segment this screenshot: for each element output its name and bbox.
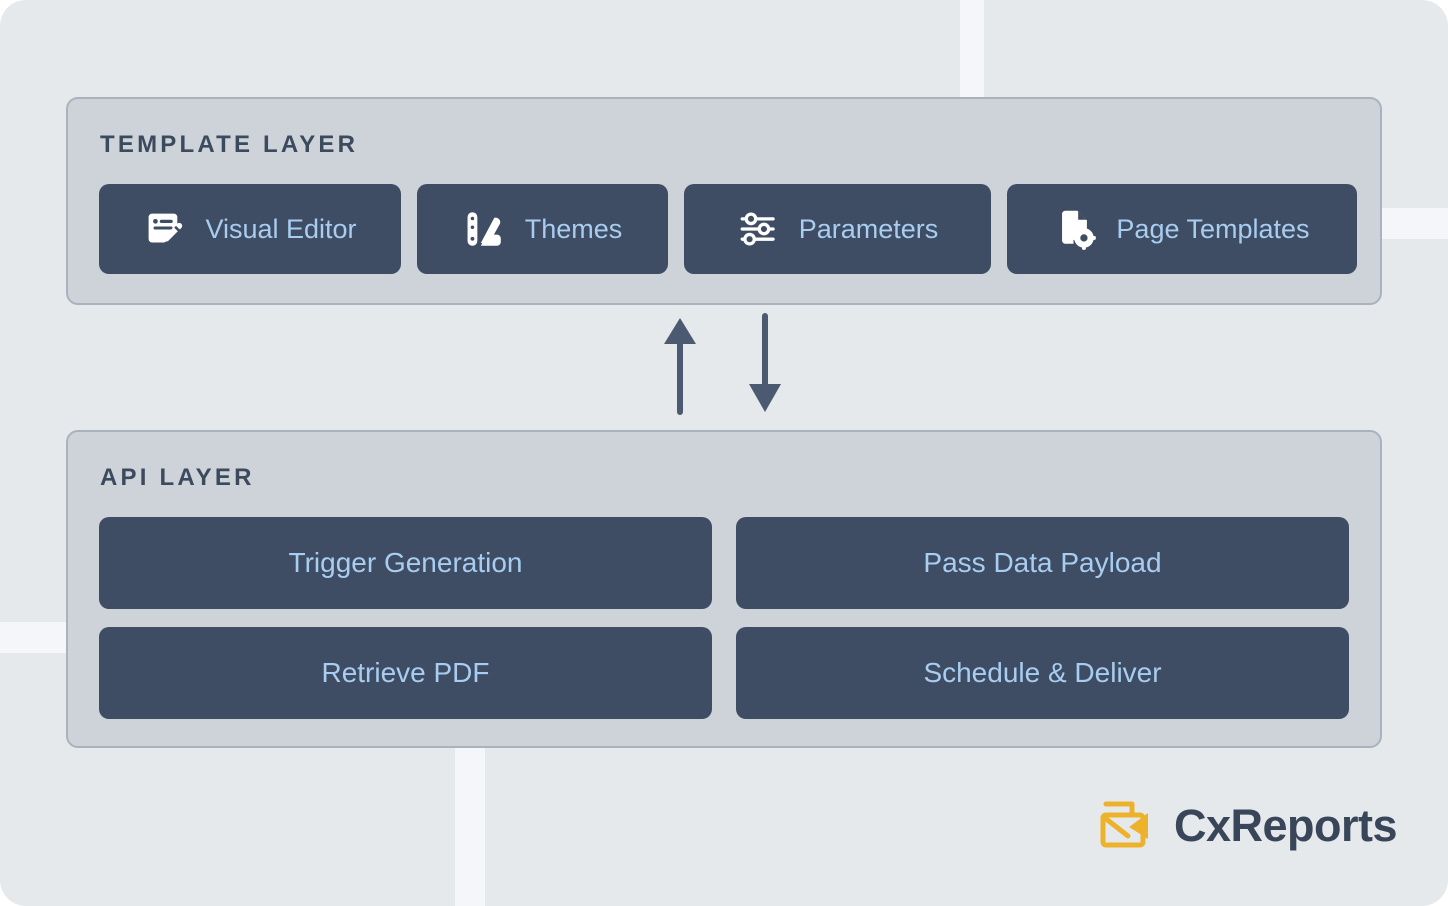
schedule-deliver-button[interactable]: Schedule & Deliver [736, 627, 1349, 719]
grid-stripe-horizontal-right [1382, 208, 1448, 239]
template-layer-title: TEMPLATE LAYER [100, 131, 359, 158]
visual-editor-icon [143, 208, 185, 250]
trigger-generation-button[interactable]: Trigger Generation [99, 517, 712, 609]
grid-stripe-vertical-bottom [455, 748, 485, 906]
grid-stripe-horizontal-left [0, 622, 68, 653]
pass-data-payload-button[interactable]: Pass Data Payload [736, 517, 1349, 609]
themes-palette-icon [463, 208, 505, 250]
page-templates-label: Page Templates [1116, 213, 1310, 244]
layer-connector-arrows [640, 312, 820, 418]
parameters-button[interactable]: Parameters [684, 184, 991, 274]
sliders-icon [737, 208, 779, 250]
api-layer-button-grid: Trigger Generation Pass Data Payload Ret… [99, 517, 1349, 719]
parameters-label: Parameters [798, 213, 939, 244]
themes-button[interactable]: Themes [417, 184, 668, 274]
brand-logo: CxReports [1098, 800, 1398, 852]
brand-name: CxReports [1174, 800, 1398, 851]
visual-editor-label: Visual Editor [205, 213, 357, 244]
retrieve-pdf-button[interactable]: Retrieve PDF [99, 627, 712, 719]
themes-label: Themes [524, 213, 623, 244]
page-templates-button[interactable]: Page Templates [1007, 184, 1357, 274]
document-gear-icon [1054, 208, 1097, 250]
api-layer-panel: API LAYER Trigger Generation Pass Data P… [66, 430, 1382, 748]
api-layer-title: API LAYER [100, 464, 255, 491]
arrow-down-icon [749, 313, 781, 412]
envelope-play-icon [1098, 800, 1154, 852]
arrow-up-icon [664, 318, 696, 415]
template-layer-panel: TEMPLATE LAYER Visual Editor [66, 97, 1382, 305]
template-layer-button-row: Visual Editor Themes [99, 184, 1357, 274]
visual-editor-button[interactable]: Visual Editor [99, 184, 401, 274]
